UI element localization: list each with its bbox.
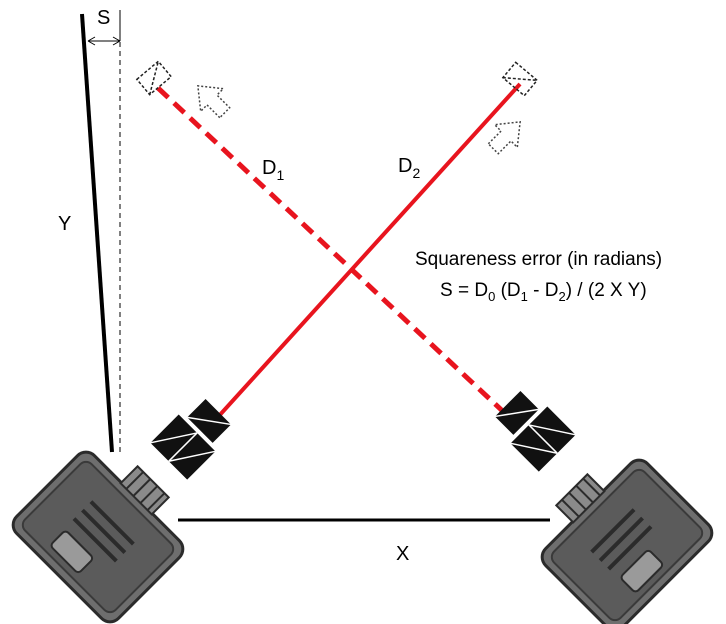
- label-d1: D1: [262, 157, 284, 183]
- label-s: S: [97, 7, 110, 29]
- label-y: Y: [58, 213, 71, 235]
- right-laser-head-icon: [521, 439, 717, 624]
- label-d2: D2: [398, 155, 420, 181]
- label-x: X: [396, 543, 409, 565]
- right-optic-assembly-icon: [494, 390, 576, 472]
- beam-d2-solid: [206, 82, 522, 430]
- motion-arrow-d1-icon: [185, 73, 237, 125]
- reflector-d2-icon: [502, 61, 538, 97]
- formula-equation: S = D0 (D1 - D2) / (2 X Y): [440, 280, 647, 304]
- beam-d1-dashed: [156, 86, 512, 420]
- left-optic-assembly-icon: [150, 398, 232, 480]
- y-axis-line: [80, 13, 114, 453]
- reflector-d1-icon: [136, 60, 172, 96]
- formula-title: Squareness error (in radians): [415, 249, 662, 270]
